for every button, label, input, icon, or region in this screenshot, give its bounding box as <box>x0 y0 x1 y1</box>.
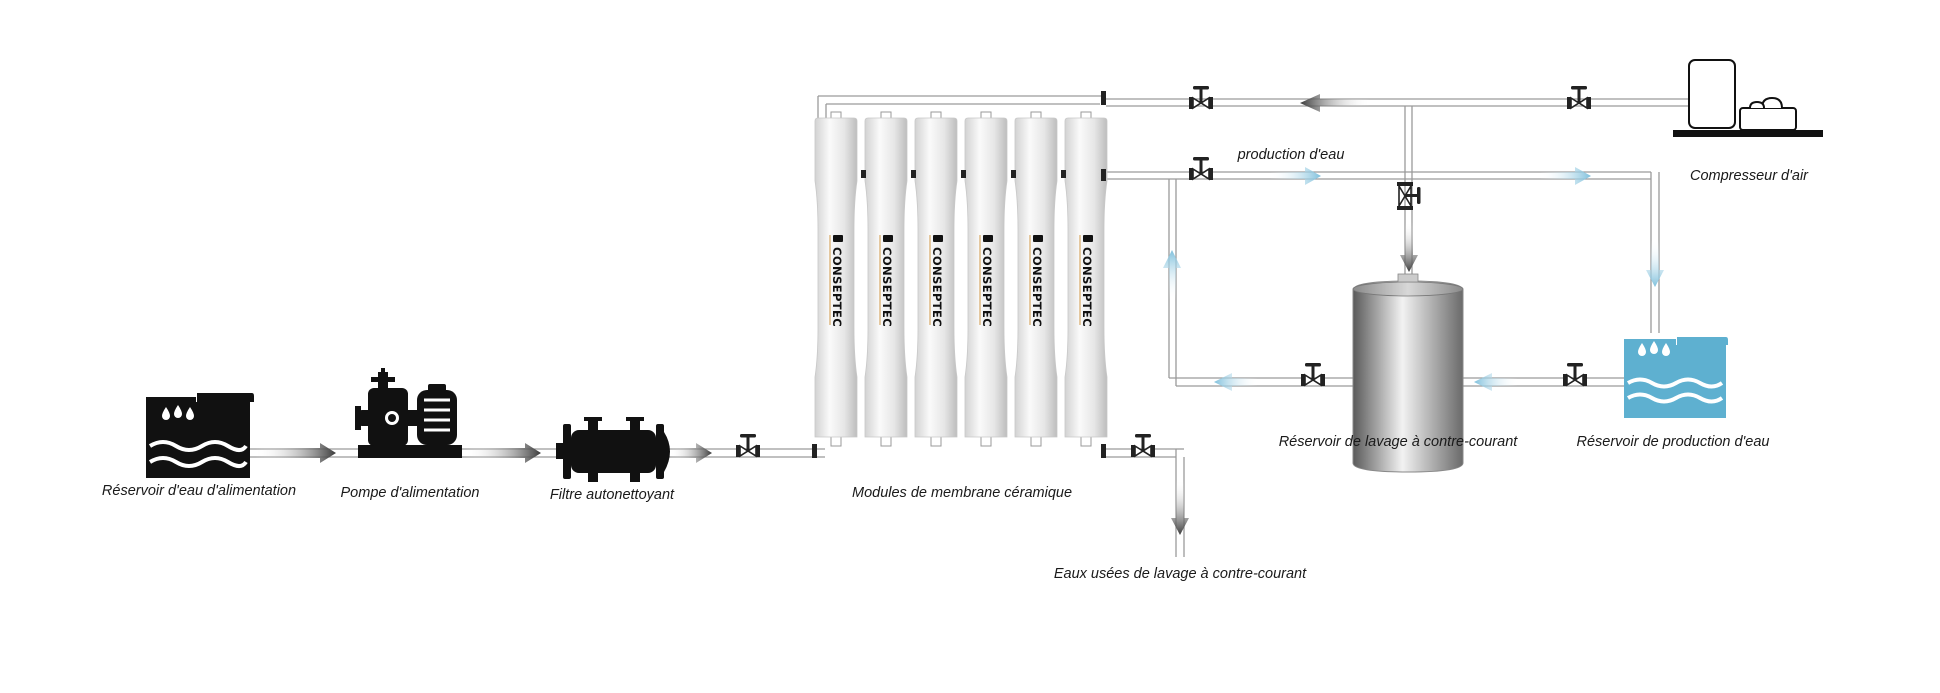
brand-logo-icon <box>983 235 993 242</box>
flow-arrow <box>1171 480 1189 535</box>
membrane-module <box>914 117 958 438</box>
water-arrow <box>1214 373 1258 391</box>
module-brand-label: CONSEPTEC <box>1080 247 1094 327</box>
water-arrow <box>1270 167 1321 185</box>
air-arrow <box>1400 222 1418 272</box>
module-brand-label: CONSEPTEC <box>980 247 994 327</box>
brand-logo-icon <box>883 235 893 242</box>
valve-icon <box>1562 362 1588 387</box>
filter-icon <box>556 417 670 482</box>
air-arrow <box>1300 94 1370 112</box>
valve-icon <box>735 433 761 458</box>
membrane-module <box>814 117 858 438</box>
flow-arrow <box>670 443 712 463</box>
flow-arrow <box>465 443 541 463</box>
product-tank-icon <box>1624 337 1728 418</box>
feed-pump-label: Pompe d'alimentation <box>340 485 480 501</box>
brand-logo-icon <box>1083 235 1093 242</box>
membrane-modules: CONSEPTEC CONSEPTEC CONSEPTEC CONSEPTEC CONS… <box>812 91 1108 458</box>
feed-tank-label: Réservoir d'eau d'alimentation <box>101 483 297 499</box>
valve-icon <box>1188 156 1214 181</box>
membrane-module <box>864 117 908 438</box>
flow-arrow <box>255 443 336 463</box>
membrane-modules-label: Modules de membrane céramique <box>851 485 1073 501</box>
air-compressor-label: Compresseur d'air <box>1689 168 1809 184</box>
membrane-module <box>964 117 1008 438</box>
module-brand-label: CONSEPTEC <box>830 247 844 327</box>
backwash-tank-label: Réservoir de lavage à contre-courant <box>1278 434 1518 450</box>
valve-icon <box>1397 182 1421 210</box>
valve-icon <box>1300 362 1326 387</box>
water-arrow <box>1646 240 1664 287</box>
water-arrow <box>1163 250 1181 300</box>
module-brand-label: CONSEPTEC <box>930 247 944 327</box>
filter-label: Filtre autonettoyant <box>549 487 675 503</box>
backwash-wastewater-label: Eaux usées de lavage à contre-courant <box>1053 566 1307 582</box>
brand-logo-icon <box>1033 235 1043 242</box>
membrane-module <box>1064 117 1108 438</box>
feed-tank-icon <box>146 393 254 478</box>
membrane-module <box>1014 117 1058 438</box>
water-arrow <box>1540 167 1591 185</box>
backwash-tank-icon <box>1352 273 1464 473</box>
module-brand-label: CONSEPTEC <box>880 247 894 327</box>
flow-arrows <box>255 94 1664 535</box>
water-arrow <box>1474 373 1518 391</box>
valve-icon <box>1130 433 1156 458</box>
pump-icon <box>355 368 462 458</box>
module-brand-label: CONSEPTEC <box>1030 247 1044 327</box>
compressor-icon <box>1673 59 1823 137</box>
brand-logo-icon <box>933 235 943 242</box>
product-tank-label: Réservoir de production d'eau <box>1576 434 1770 450</box>
valves <box>735 85 1592 458</box>
brand-logo-icon <box>833 235 843 242</box>
water-production-label: production d'eau <box>1237 147 1345 163</box>
